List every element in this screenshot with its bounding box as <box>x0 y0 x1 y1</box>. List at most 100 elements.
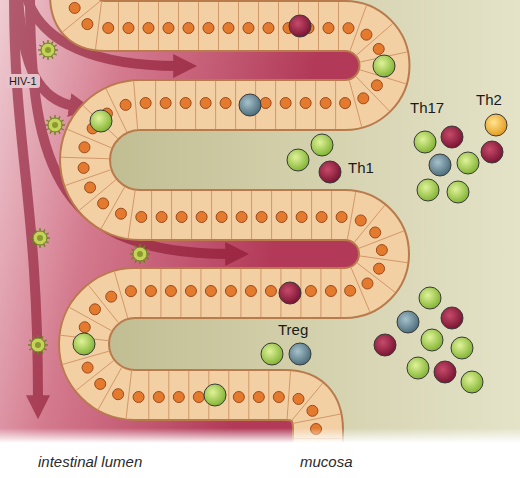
cell-nucleus <box>373 43 384 54</box>
epithelial-cells <box>51 0 407 474</box>
region-label: intestinal lumen <box>38 454 142 471</box>
hiv-virion <box>130 244 150 264</box>
virion-center <box>137 251 143 257</box>
hiv-virion <box>28 335 48 355</box>
cell-border <box>171 191 172 239</box>
cell-nucleus <box>79 322 90 333</box>
cell-type-label: Th1 <box>348 160 374 177</box>
cell-border <box>198 2 199 50</box>
cell-nucleus <box>370 227 381 238</box>
cell-nucleus <box>95 378 106 389</box>
t-cell <box>461 371 483 393</box>
virion-core <box>31 338 45 352</box>
cell-border <box>175 81 176 129</box>
cell-nucleus <box>355 215 366 226</box>
cell-border <box>218 2 219 50</box>
cell-nucleus <box>103 22 114 33</box>
cell-nucleus <box>136 211 147 222</box>
virion-core <box>48 118 62 132</box>
cell-border <box>95 2 101 50</box>
cell-nucleus <box>361 29 372 40</box>
cell-nucleus <box>106 291 117 302</box>
bottom-band <box>0 428 520 478</box>
lumen-ground <box>0 0 385 478</box>
cell-nucleus <box>185 286 196 297</box>
cell-nucleus <box>343 23 354 34</box>
hiv-virions <box>28 40 150 355</box>
cell-border <box>318 2 319 50</box>
t-cell <box>73 333 95 355</box>
cell-border <box>228 371 229 419</box>
cell-nucleus <box>145 286 156 297</box>
virion-center <box>35 342 41 348</box>
cell-border <box>220 269 221 317</box>
cell-border <box>126 371 131 419</box>
cell-border <box>215 81 216 129</box>
cell-border <box>148 371 149 419</box>
cell-border <box>347 192 355 239</box>
t-cell <box>441 307 463 329</box>
cell-nucleus <box>253 392 264 403</box>
t-cell <box>204 384 226 406</box>
cell-border <box>61 157 109 159</box>
t-cell <box>374 334 396 356</box>
cell-nucleus <box>236 211 247 222</box>
cell-nucleus <box>156 211 167 222</box>
cell-nucleus <box>196 211 207 222</box>
cell-nucleus <box>165 286 176 297</box>
cell-nucleus <box>193 392 204 403</box>
cell-border <box>128 191 135 238</box>
cell-nucleus <box>183 23 194 34</box>
cell-nucleus <box>160 98 171 109</box>
t-cell <box>289 15 311 37</box>
cell-nucleus <box>89 304 100 315</box>
cell-border <box>315 81 316 129</box>
cell-border <box>155 81 156 129</box>
cell-nucleus <box>225 286 236 297</box>
cell-border <box>356 76 389 110</box>
cell-nucleus <box>256 212 267 223</box>
virion-center <box>52 122 58 128</box>
cell-nucleus <box>263 23 274 34</box>
cell-nucleus <box>180 98 191 109</box>
cell-border <box>83 105 118 138</box>
cell-nucleus <box>260 98 271 109</box>
cell-nucleus <box>176 211 187 222</box>
cell-border <box>180 269 181 317</box>
cell-nucleus <box>203 23 214 34</box>
epithelium-band <box>75 0 385 478</box>
cell-border <box>258 2 259 50</box>
cell-nucleus <box>316 212 327 223</box>
virion-center <box>45 47 51 53</box>
hiv-virion <box>45 115 65 135</box>
cell-nucleus <box>163 23 174 34</box>
cell-nucleus <box>320 98 331 109</box>
cell-nucleus <box>125 286 136 297</box>
t-cell <box>429 154 451 176</box>
cell-nucleus <box>123 23 134 34</box>
t-cell <box>434 361 456 383</box>
cell-border <box>251 191 252 239</box>
t-cell <box>419 287 441 309</box>
cell-nucleus <box>293 393 304 404</box>
cell-nucleus <box>85 182 96 193</box>
cell-border <box>360 256 408 263</box>
hiv-virion <box>38 40 58 60</box>
t-cell <box>417 179 439 201</box>
cell-border <box>349 80 361 126</box>
t-cell <box>451 337 473 359</box>
cell-border <box>340 269 341 317</box>
cell-border <box>168 371 169 419</box>
t-cell <box>289 343 311 365</box>
cell-nucleus <box>82 362 93 373</box>
cell-nucleus <box>305 286 316 297</box>
cell-nucleus <box>140 98 151 109</box>
cell-nucleus <box>300 98 311 109</box>
cell-border <box>63 2 100 32</box>
cell-border <box>338 2 339 50</box>
t-cell <box>457 152 479 174</box>
epithelium-outline <box>75 0 385 478</box>
t-cell <box>90 110 112 132</box>
